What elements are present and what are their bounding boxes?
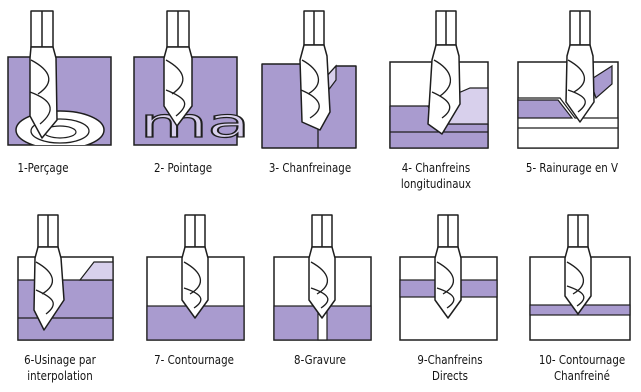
caption-usinage-interpolation: 6-Usinage par interpolation [14,352,106,384]
engraving-tool-icon [309,215,335,318]
panel-chanfreins-longitudinaux [390,11,488,148]
caption-line: 2- Pointage [138,160,228,176]
panel-gravure [274,215,371,340]
caption-chanfreins-longitudinaux: 4- Chanfreins longitudinaux [392,160,481,192]
caption-contournage: 7- Contournage [148,352,240,368]
caption-line: 8-Gravure [279,352,361,368]
caption-line: interpolation [14,368,106,384]
caption-percage: 1-Perçage [6,160,80,176]
caption-line: 10- Contournage [534,352,631,368]
panel-percage [8,11,111,149]
chamfer-tool-icon [435,215,461,318]
caption-line: 3- Chanfreinage [262,160,357,176]
panel-chanfreinage [262,11,356,148]
engraved-letters: ma [140,101,250,147]
caption-line: 6-Usinage par [14,352,106,368]
caption-line: 7- Contournage [148,352,240,368]
chamfer-contour-tool-icon [565,215,591,314]
spot-drill-tool-icon [164,11,192,126]
caption-line: 5- Rainurage en V [518,160,626,176]
caption-line: Directs [407,368,492,384]
panel-contournage-chanfreine [530,215,630,340]
panel-usinage-interpolation [18,215,113,340]
v-groove-tool-icon [566,11,594,122]
caption-line: 1-Perçage [6,160,80,176]
caption-chanfreins-directs: 9-Chanfreins Directs [407,352,492,384]
panel-rainurage-en-v [518,11,618,148]
caption-line: 9-Chanfreins [407,352,492,368]
caption-line: longitudinaux [392,176,481,192]
caption-rainurage-en-v: 5- Rainurage en V [518,160,626,176]
caption-line: 4- Chanfreins [392,160,481,176]
caption-contournage-chanfreine: 10- Contournage Chanfreiné [534,352,631,384]
panel-contournage [147,215,244,340]
caption-gravure: 8-Gravure [279,352,361,368]
panel-pointage: ma [134,11,250,147]
drill-tool-icon [30,11,57,138]
caption-pointage: 2- Pointage [138,160,228,176]
caption-chanfreinage: 3- Chanfreinage [262,160,357,176]
chamfer-tool-icon [300,11,330,130]
caption-line: Chanfreiné [534,368,631,384]
contouring-tool-icon [182,215,208,318]
panel-chanfreins-directs [400,215,497,340]
